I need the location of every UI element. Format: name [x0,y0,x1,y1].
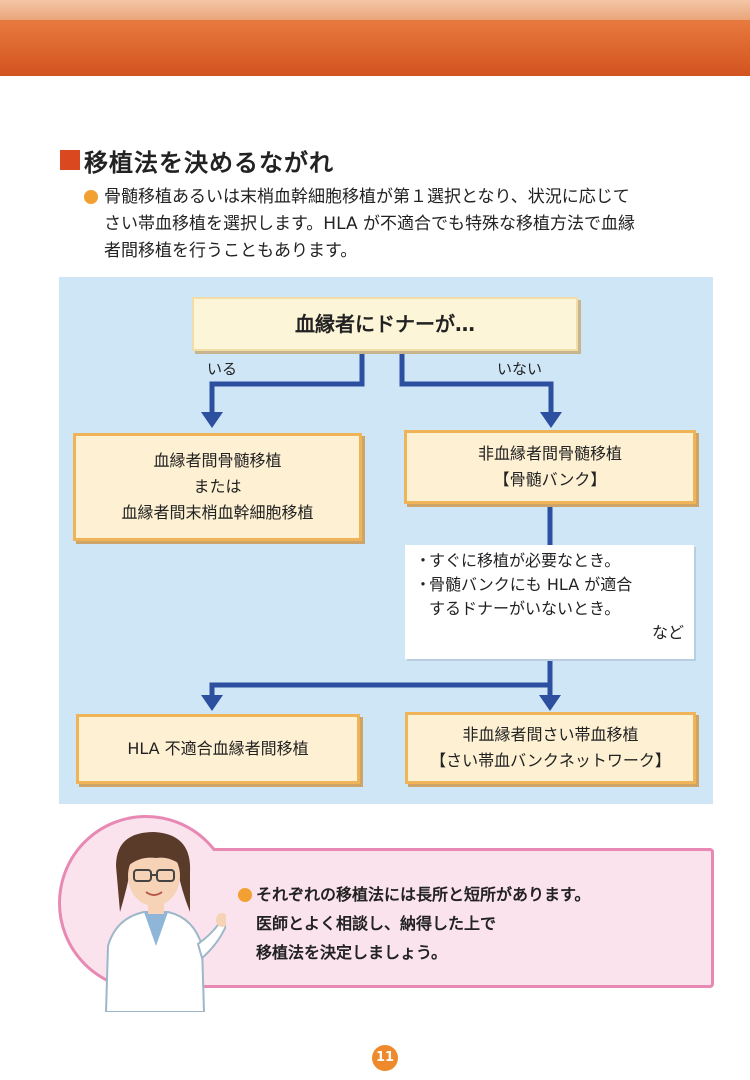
branch-label-yes: いる [207,360,238,378]
intro-paragraph: 骨髄移植あるいは末梢血幹細胞移植が第１選択となり、状況に応じて さい帯血移植を選… [84,184,714,265]
condition-text: 骨髄バンクにも HLA が適合 するドナーがいないとき。 [429,575,633,618]
cord-box-line: 非血縁者間さい帯血移植 [462,725,639,744]
condition-item: ・ 骨髄バンクにも HLA が適合 するドナーがいないとき。 [415,573,684,621]
header-light-band [0,0,750,20]
advice-text-block: それぞれの移植法には長所と短所があります。 医師とよく相談し、納得した上で 移植… [238,880,698,967]
hla-mismatch-box: HLA 不適合血縁者間移植 [76,714,360,784]
related-box-line: 血縁者間骨髄移植 [153,451,282,470]
bullet-dot-icon [84,190,98,204]
title-square-icon [60,150,80,170]
advice-text: それぞれの移植法には長所と短所があります。 医師とよく相談し、納得した上で 移植… [256,885,591,962]
doctor-illustration-icon [104,832,226,1012]
related-transplant-box: 血縁者間骨髄移植 または 血縁者間末梢血幹細胞移植 [73,433,362,541]
condition-suffix: など [651,623,684,642]
cord-blood-box: 非血縁者間さい帯血移植 【さい帯血バンクネットワーク】 [405,712,696,784]
branch-label-no: いない [497,360,543,378]
unrelated-box-line: 非血縁者間骨髄移植 [477,444,622,463]
middle-dot-icon: ・ [415,575,432,594]
unrelated-bone-marrow-box: 非血縁者間骨髄移植 【骨髄バンク】 [404,430,696,504]
section-title-text: 移植法を決めるながれ [84,148,334,177]
hla-box-text: HLA 不適合血縁者間移植 [127,739,309,758]
middle-dot-icon: ・ [415,551,432,570]
start-box-text: 血縁者にドナーが… [295,312,475,336]
conditions-box: ・ すぐに移植が必要なとき。 ・ 骨髄バンクにも HLA が適合 するドナーがい… [405,545,694,659]
related-box-line: または [193,477,242,496]
header-band [0,20,750,76]
intro-text: 骨髄移植あるいは末梢血幹細胞移植が第１選択となり、状況に応じて さい帯血移植を選… [104,187,635,261]
cord-box-line: 【さい帯血バンクネットワーク】 [430,751,671,770]
section-title: 移植法を決めるながれ [60,142,334,178]
bullet-dot-icon [238,888,252,902]
page-number: 11 [372,1045,398,1071]
unrelated-box-line: 【骨髄バンク】 [493,470,607,489]
advice-bubble [178,848,714,988]
start-box: 血縁者にドナーが… [192,297,578,351]
related-box-line: 血縁者間末梢血幹細胞移植 [121,503,314,522]
condition-text: すぐに移植が必要なとき。 [429,551,621,570]
condition-item: ・ すぐに移植が必要なとき。 [415,549,684,573]
